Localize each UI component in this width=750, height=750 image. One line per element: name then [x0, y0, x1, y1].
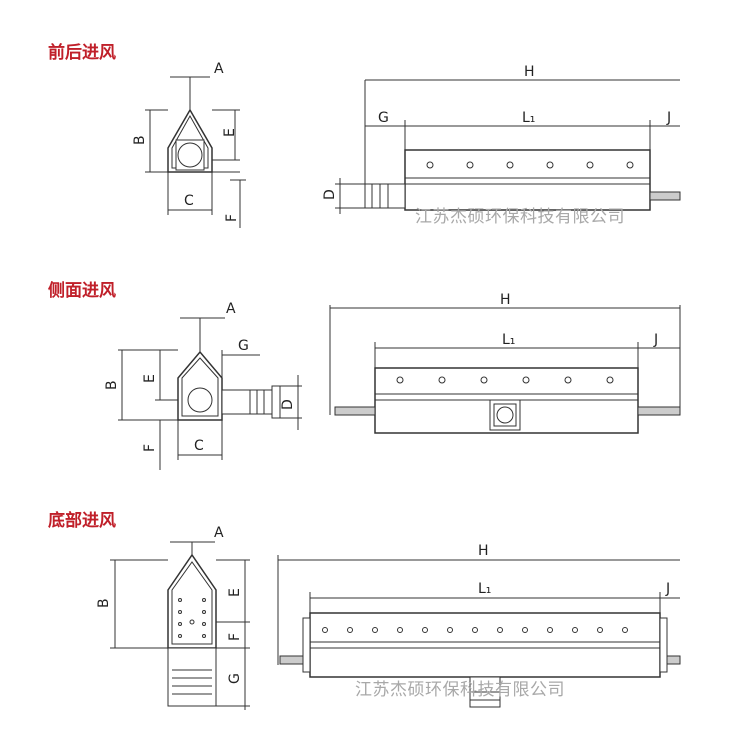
dim-label-d-1: D [322, 189, 338, 200]
dim-label-b-3: B [96, 598, 112, 608]
side-view-1 [335, 79, 681, 214]
section-title-bottom-intake: 底部进风 [48, 511, 116, 531]
dim-label-j-3: J [665, 581, 670, 597]
dim-label-f-2: F [142, 444, 158, 452]
front-view-2 [118, 317, 302, 470]
front-view-1 [145, 76, 246, 228]
dim-label-g-2: G [238, 338, 249, 354]
dim-label-h-3: H [478, 543, 489, 559]
section-title-side-intake: 侧面进风 [48, 281, 116, 301]
dim-label-l1-1: L₁ [522, 110, 535, 126]
dim-label-g-3: G [227, 673, 243, 684]
dim-label-h-1: H [524, 64, 535, 80]
dim-label-e-1: E [222, 128, 238, 137]
dim-label-c-2: C [194, 438, 204, 454]
dim-label-a-1: A [214, 61, 224, 77]
dim-label-e-2: E [142, 374, 158, 383]
dim-label-g-1: G [378, 110, 389, 126]
front-view-3 [110, 541, 250, 710]
dim-label-b-2: B [104, 380, 120, 390]
dim-label-c-1: C [184, 193, 194, 209]
side-view-2 [329, 305, 681, 434]
dim-label-f-1: F [224, 214, 240, 222]
dim-label-j-1: J [666, 110, 671, 126]
dim-label-h-2: H [500, 292, 511, 308]
dim-label-j-2: J [653, 332, 658, 348]
dim-label-l1-2: L₁ [502, 332, 515, 348]
dim-label-b-1: B [132, 135, 148, 145]
dim-label-d-2: D [280, 399, 296, 410]
dim-label-a-3: A [214, 525, 224, 541]
dim-label-a-2: A [226, 301, 236, 317]
dim-label-f-3: F [227, 633, 243, 641]
side-view-3 [277, 555, 681, 708]
company-watermark-2: 江苏杰硕环保科技有限公司 [355, 680, 565, 700]
company-watermark-1: 江苏杰硕环保科技有限公司 [415, 207, 625, 227]
dim-label-l1-3: L₁ [478, 581, 491, 597]
section-title-front-back-intake: 前后进风 [48, 43, 116, 63]
dim-label-e-3: E [227, 588, 243, 597]
